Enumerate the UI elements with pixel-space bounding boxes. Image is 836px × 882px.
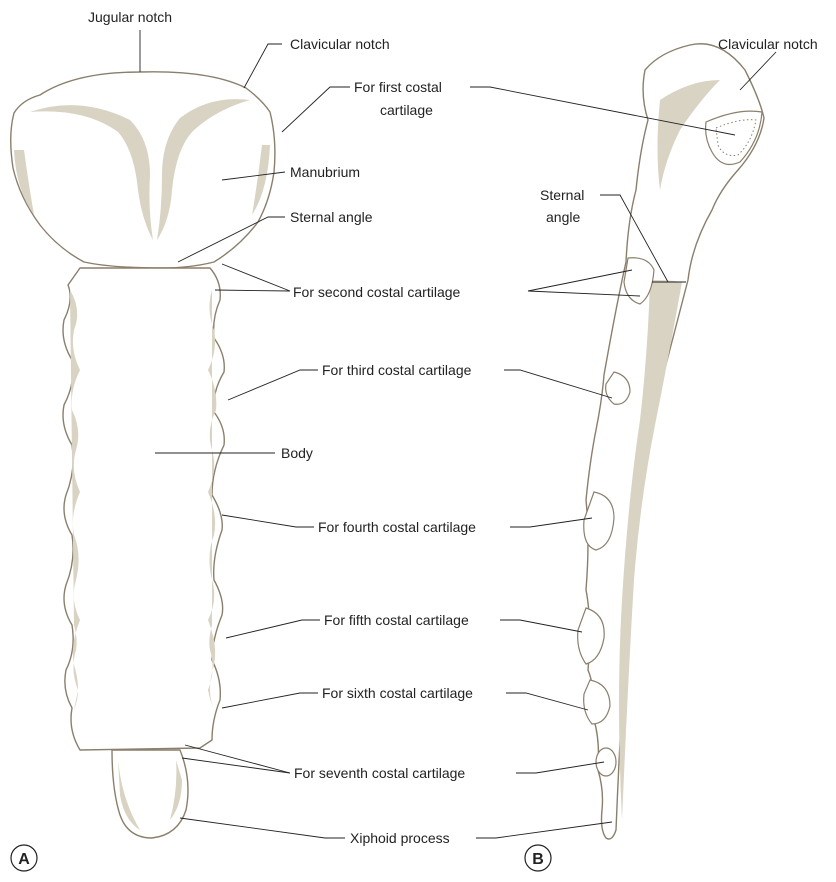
label-jugular-notch: Jugular notch — [88, 9, 172, 25]
leader-third-costal — [228, 370, 318, 400]
panel-b-label: B — [532, 851, 544, 868]
leader-seventh-costal-1 — [185, 745, 290, 773]
label-clavicular-notch-a: Clavicular notch — [290, 36, 390, 52]
leader-sixth-costal-b — [506, 693, 588, 710]
leader-third-costal-b — [504, 370, 612, 398]
label-manubrium: Manubrium — [290, 164, 360, 180]
leader-seventh-costal-2 — [182, 758, 290, 773]
leader-xiphoid — [180, 818, 345, 838]
label-second-costal: For second costal cartilage — [293, 284, 461, 300]
label-first-costal-line1: For first costal — [354, 79, 442, 95]
lateral-view: B — [470, 44, 776, 871]
label-sternal-angle-b-line1: Sternal — [540, 187, 584, 203]
leader-sixth-costal — [222, 693, 318, 708]
label-sternal-angle-a: Sternal angle — [290, 209, 373, 225]
panel-a-label: A — [18, 851, 30, 868]
leader-clavicular-notch-a — [244, 44, 282, 88]
seventh-costal-facet — [596, 748, 616, 776]
label-fourth-costal: For fourth costal cartilage — [318, 519, 476, 535]
leader-fifth-costal-b — [500, 620, 582, 632]
label-first-costal-line2: cartilage — [380, 102, 433, 118]
leader-second-costal-b1 — [528, 270, 632, 291]
leader-fifth-costal — [226, 620, 320, 638]
sternal-body-shape — [63, 268, 224, 750]
label-third-costal: For third costal cartilage — [322, 362, 472, 378]
leader-first-costal — [282, 87, 350, 132]
leader-second-costal-2 — [215, 290, 290, 291]
label-sternal-angle-b-line2: angle — [546, 209, 580, 225]
label-xiphoid: Xiphoid process — [350, 830, 450, 846]
leader-fourth-costal-b — [510, 518, 592, 527]
leader-second-costal-1 — [222, 264, 290, 291]
label-fifth-costal: For fifth costal cartilage — [324, 612, 469, 628]
label-seventh-costal: For seventh costal cartilage — [294, 765, 465, 781]
label-sixth-costal: For sixth costal cartilage — [322, 685, 473, 701]
leader-xiphoid-b — [476, 822, 612, 838]
leader-fourth-costal — [222, 515, 314, 527]
leader-seventh-costal-b — [516, 762, 604, 773]
label-clavicular-notch-b: Clavicular notch — [718, 36, 818, 52]
label-body: Body — [281, 445, 313, 461]
